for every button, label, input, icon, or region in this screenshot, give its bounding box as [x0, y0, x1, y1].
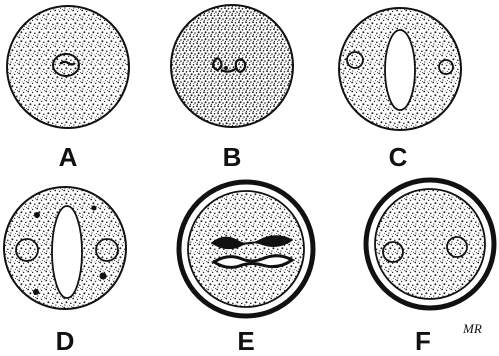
granule-d-3	[33, 289, 39, 295]
panel-label-d: D	[56, 326, 75, 356]
panel-label-e: E	[237, 326, 254, 356]
vacuole-d	[52, 206, 82, 298]
panel-c: C	[339, 8, 461, 172]
granule-d-2	[100, 273, 107, 280]
panel-f: F MR	[366, 180, 494, 356]
nucleus-c-right	[439, 60, 453, 74]
panel-a: A	[7, 6, 129, 172]
cell-e	[188, 191, 304, 307]
panel-label-b: B	[223, 142, 242, 172]
nucleus-a	[53, 54, 79, 76]
nucleus-f-right	[447, 237, 467, 257]
artist-signature: MR	[462, 321, 482, 336]
cell-b	[171, 5, 293, 127]
panel-label-f: F	[415, 326, 431, 356]
nucleus-d-left	[16, 239, 38, 261]
nucleus-f-left	[383, 242, 403, 262]
panel-e: E	[179, 182, 313, 356]
vacuole-c	[385, 30, 415, 110]
granule-d-1	[34, 212, 40, 218]
panel-b: B	[171, 5, 293, 172]
granule-d-4	[92, 206, 97, 211]
centriole-b	[224, 66, 228, 70]
panel-label-c: C	[389, 142, 408, 172]
nucleus-c-left	[347, 52, 363, 68]
panel-d: D	[4, 187, 126, 356]
panel-label-a: A	[59, 142, 78, 172]
nucleus-d-right	[96, 239, 118, 261]
